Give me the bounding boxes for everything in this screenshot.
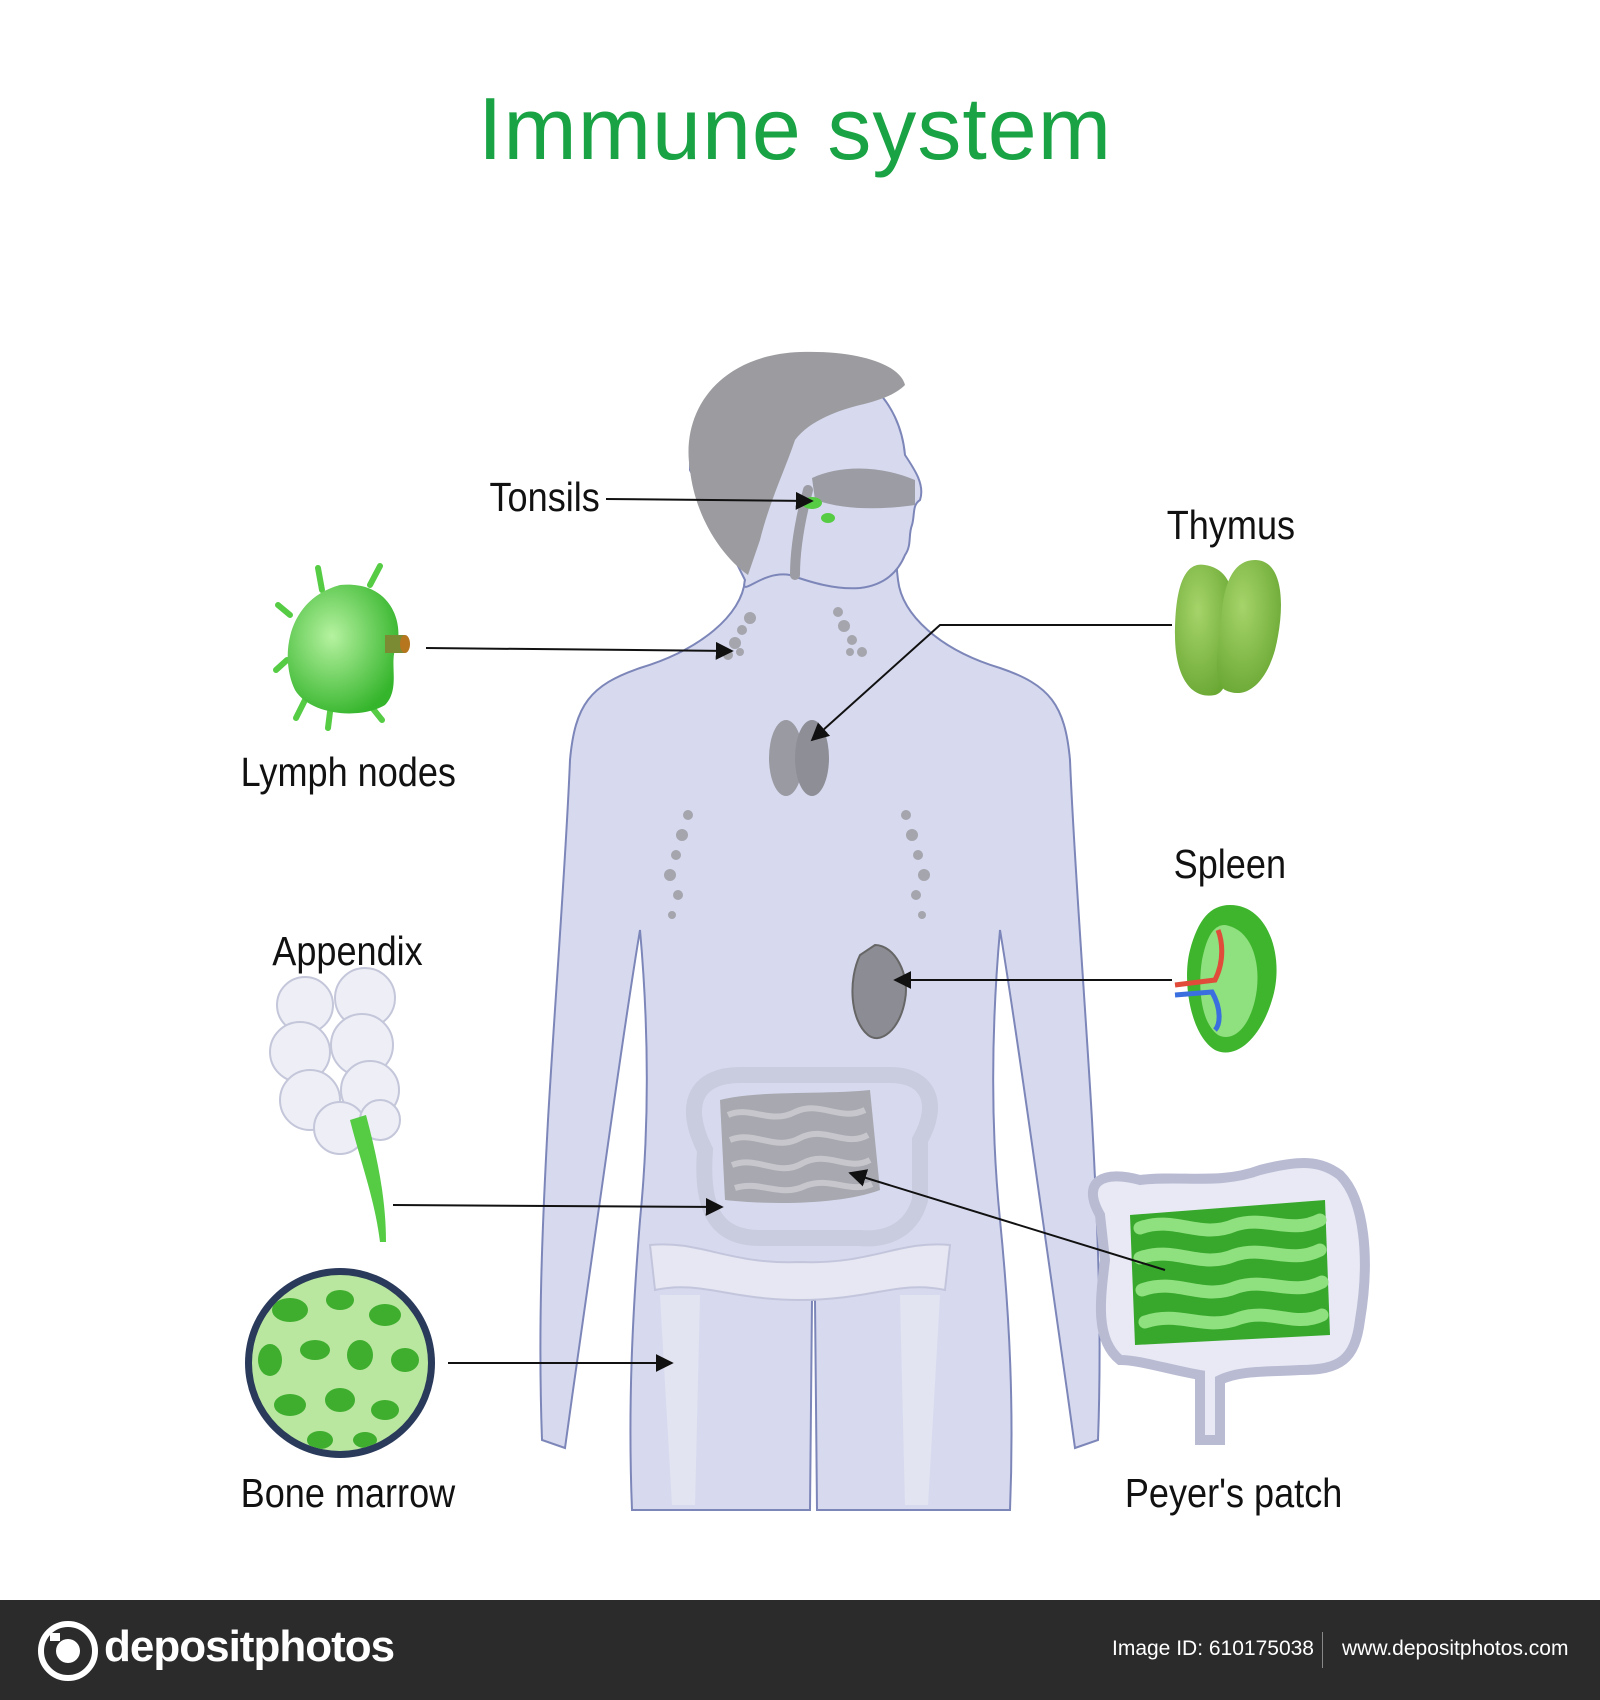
site-url: www.depositphotos.com — [1342, 1637, 1569, 1660]
footer-bar: depositphotos Image ID: 610175038 www.de… — [0, 1600, 1600, 1700]
peyers-patch-pointer — [848, 1169, 1166, 1271]
label-peyers-patch: Peyer's patch — [1124, 1470, 1343, 1516]
footer-divider — [1322, 1632, 1323, 1668]
appendix-pointer — [392, 1197, 724, 1216]
label-appendix: Appendix — [272, 928, 423, 974]
brand-name: depositphotos — [104, 1622, 395, 1671]
label-lymph-nodes: Lymph nodes — [240, 749, 456, 795]
pointer-lines — [392, 491, 1172, 1372]
camera-logo-icon — [38, 1621, 98, 1681]
lymph-node-illustration — [273, 563, 410, 731]
label-thymus: Thymus — [1166, 502, 1296, 548]
label-spleen: Spleen — [1173, 841, 1287, 887]
spleen-illustration — [1174, 905, 1277, 1053]
label-bone-marrow: Bone marrow — [240, 1470, 456, 1516]
tonsils-pointer — [605, 491, 814, 510]
diagram-title: Immune system — [477, 79, 1113, 178]
peyers-patch-illustration — [1087, 1158, 1370, 1445]
thymus-illustration — [1175, 560, 1281, 696]
human-body-silhouette — [539, 351, 1101, 1511]
appendix-illustration — [269, 967, 401, 1242]
thymus-pointer — [810, 624, 1172, 742]
label-tonsils: Tonsils — [489, 474, 600, 520]
bone-marrow-illustration — [245, 1268, 435, 1458]
illustration — [245, 351, 1370, 1511]
image-id-text: Image ID: 610175038 — [1112, 1637, 1314, 1660]
lymph-nodes-pointer — [425, 641, 734, 660]
